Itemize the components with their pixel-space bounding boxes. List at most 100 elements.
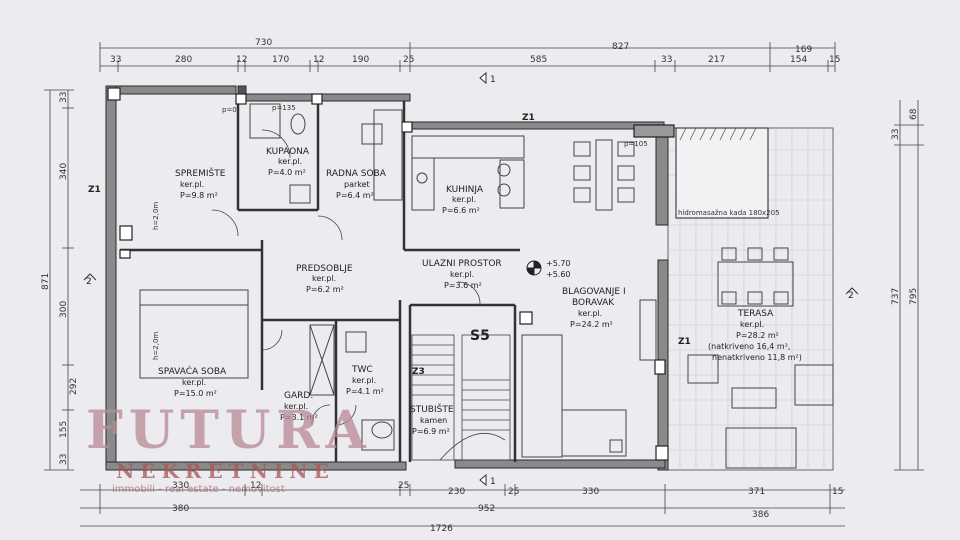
level-bottom: +5.60	[546, 270, 571, 279]
room-name: TWC	[351, 365, 373, 375]
dim-left-340: 340	[59, 163, 69, 180]
room-area: P=6.2 m²	[306, 285, 344, 294]
room-stubiste: STUBIŠTE kamen P=6.9 m²	[410, 403, 454, 436]
dim-bot-15: 15	[832, 487, 843, 497]
level-top: +5.70	[546, 259, 571, 268]
room-kupaona: KUPAONA ker.pl. P=4.0 m²	[266, 147, 310, 177]
room-predsoblje: PREDSOBLJE ker.pl. P=6.2 m²	[296, 264, 353, 294]
room-floor: ker.pl.	[284, 402, 308, 411]
bathroom-fixtures	[249, 103, 395, 451]
room-name: TERASA	[737, 309, 774, 319]
hot-tub-hatch	[679, 127, 757, 141]
room-floor: kamen	[420, 416, 447, 425]
dim-top-827: 827	[612, 42, 629, 52]
room-note-covered: (natkriveno 16,4 m²,	[708, 342, 790, 351]
dim-top-730: 730	[255, 38, 272, 48]
dim-top2-15: 15	[829, 55, 840, 65]
section-1-top: 1	[490, 75, 496, 85]
room-area: P=6.9 m²	[412, 427, 450, 436]
room-area: P=3.1 m²	[280, 413, 318, 422]
room-name: STUBIŠTE	[410, 403, 454, 415]
dim-right-737: 737	[891, 288, 901, 305]
dim-top2-170: 170	[272, 55, 289, 65]
dim-top2-33b: 33	[661, 55, 672, 65]
room-area: P=6.4 m²	[336, 191, 374, 200]
dim-bot-25a: 25	[398, 481, 409, 491]
section-2-left: 2	[86, 277, 92, 287]
dim-right-795: 795	[909, 288, 919, 305]
room-floor: ker.pl.	[452, 195, 476, 204]
dim-top2-12a: 12	[236, 55, 247, 65]
dim-left-292: 292	[69, 378, 79, 395]
dim-bot-330b: 330	[582, 487, 599, 497]
dim-right-33: 33	[891, 129, 901, 140]
dim-bot-12: 12	[250, 481, 261, 491]
right-dimensions	[894, 100, 924, 471]
room-name: SPREMIŠTE	[175, 167, 226, 179]
room-area: P=3.6 m²	[444, 281, 482, 290]
room-floor: ker.pl.	[182, 378, 206, 387]
room-name: GARD.	[284, 391, 313, 401]
wardrobe	[309, 324, 335, 396]
dim-top2-280: 280	[175, 55, 192, 65]
room-blagovanje-boravak: BLAGOVANJE I BORAVAK ker.pl. P=24.2 m²	[562, 287, 626, 329]
room-gard: GARD. ker.pl. P=3.1 m²	[280, 391, 318, 422]
dim-top2-217: 217	[708, 55, 725, 65]
room-name: KUHINJA	[446, 185, 484, 195]
watermark-brand: FUTURA	[86, 400, 372, 461]
room-kuhinja: KUHINJA ker.pl. P=6.6 m²	[442, 185, 484, 215]
top-dimensions	[99, 42, 836, 72]
room-floor: ker.pl.	[352, 376, 376, 385]
room-ulazni-prostor: ULAZNI PROSTOR ker.pl. P=3.6 m²	[422, 259, 502, 290]
label-z3: Z3	[412, 367, 425, 377]
terrace-furniture	[687, 247, 834, 469]
dim-bot-1726: 1726	[430, 524, 453, 534]
dim-bot-330a: 330	[172, 481, 189, 491]
room-floor: ker.pl.	[312, 274, 336, 283]
room-area: P=6.6 m²	[442, 206, 480, 215]
room-radna-soba: RADNA SOBA parket P=6.4 m²	[326, 169, 387, 200]
dim-left-871: 871	[41, 273, 51, 290]
label-h2-bottom: h=2,0m	[152, 332, 160, 360]
label-z1-top: Z1	[522, 113, 535, 123]
section-2-right: 2	[848, 291, 854, 301]
room-name: SPAVAĆA SOBA	[158, 365, 227, 377]
label-s5: S5	[470, 328, 490, 344]
room-name-2: BORAVAK	[572, 298, 615, 308]
room-area: P=9.8 m²	[180, 191, 218, 200]
label-z1-left: Z1	[88, 185, 101, 195]
dim-bot-25b: 25	[508, 487, 519, 497]
label-p0: p=0	[222, 106, 237, 114]
section-1-bottom: 1	[490, 477, 496, 487]
door-swings	[211, 129, 481, 426]
dim-left-33a: 33	[59, 92, 69, 103]
room-spremiste: SPREMIŠTE ker.pl. P=9.8 m²	[175, 167, 226, 200]
dim-top2-585: 585	[530, 55, 547, 65]
room-area: P=24.2 m²	[570, 320, 613, 329]
label-p105: p=105	[624, 140, 648, 148]
room-floor: ker.pl.	[450, 270, 474, 279]
room-name: PREDSOBLJE	[296, 264, 353, 274]
dim-bot-386: 386	[752, 510, 769, 520]
dim-top2-25: 25	[403, 55, 414, 65]
hot-tub-label: hidromasažna kada 180x205	[678, 209, 780, 217]
dim-bot-371: 371	[748, 487, 765, 497]
dim-left-33b: 33	[59, 454, 69, 465]
room-floor: ker.pl.	[578, 309, 602, 318]
room-area: P=15.0 m²	[174, 389, 217, 398]
room-area: P=4.0 m²	[268, 168, 306, 177]
bedroom-bed	[139, 289, 249, 379]
dim-top2-33a: 33	[110, 55, 121, 65]
room-name: KUPAONA	[266, 147, 310, 157]
level-marker	[526, 260, 542, 276]
kitchen-counter	[411, 135, 525, 211]
dim-top2-190: 190	[352, 55, 369, 65]
watermark-tagline: immobili - real estate - nemovitost	[112, 484, 285, 495]
dim-top-169: 169	[795, 45, 812, 55]
room-name: ULAZNI PROSTOR	[422, 259, 502, 269]
room-area: P=4.1 m²	[346, 387, 384, 396]
room-twc: TWC ker.pl. P=4.1 m²	[346, 365, 384, 396]
dim-right-68: 68	[909, 108, 919, 120]
label-h2-top: h=2,0m	[152, 202, 160, 230]
